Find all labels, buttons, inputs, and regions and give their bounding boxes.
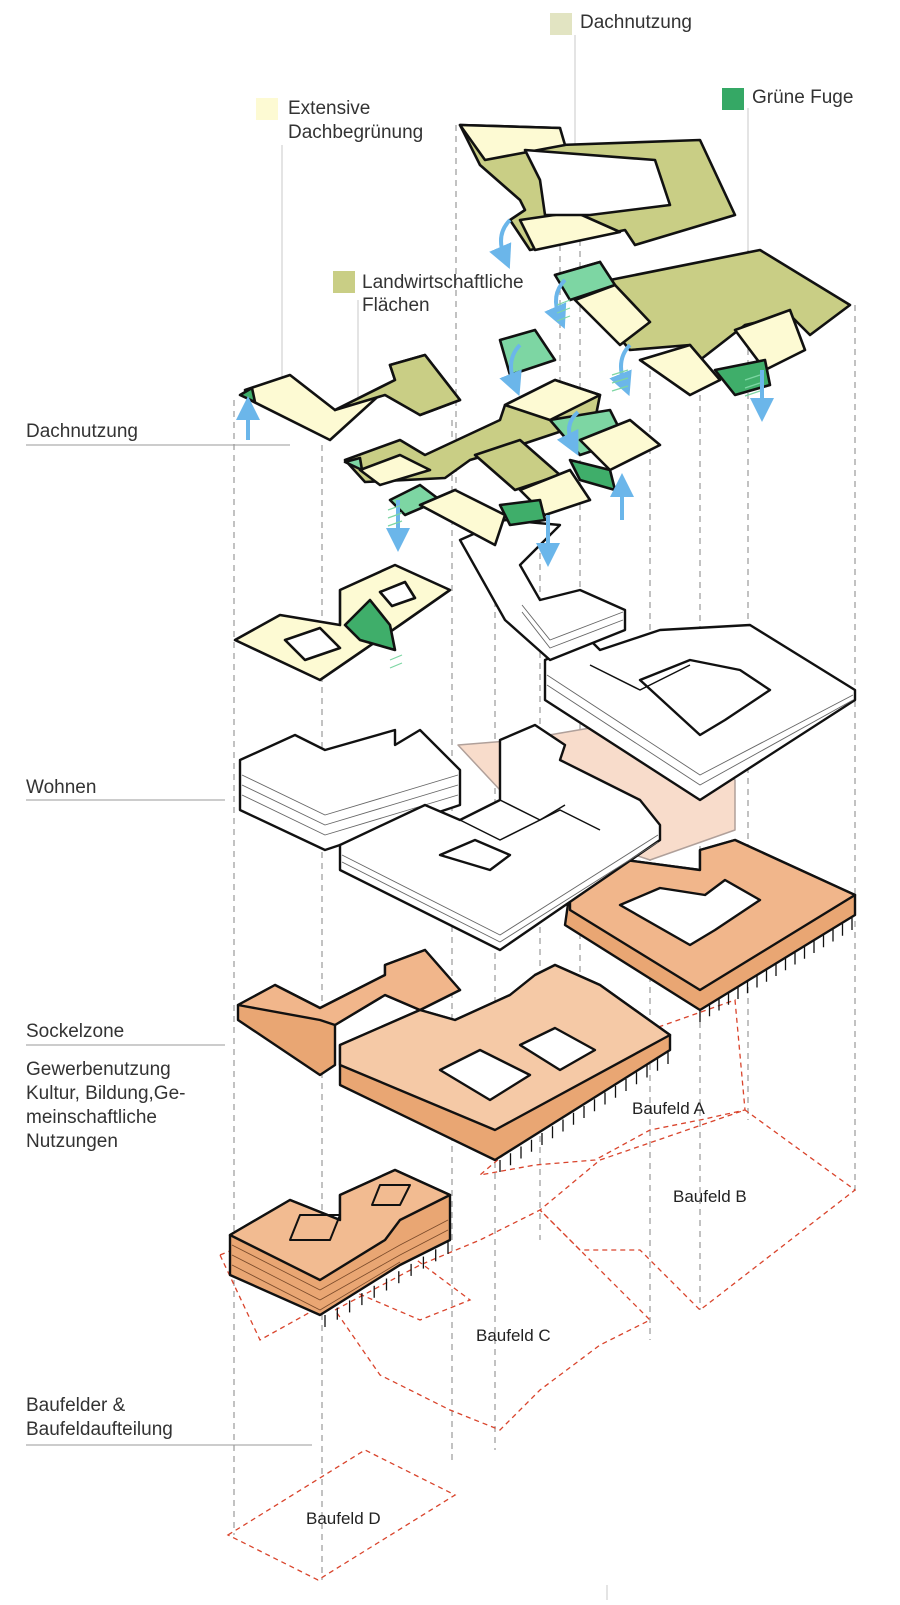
wohnen-middle — [458, 518, 627, 662]
legend-label-dachnutzung: Dachnutzung — [580, 12, 692, 33]
baufeld-d-outline — [226, 1449, 457, 1581]
baufeld-a-outline — [477, 999, 746, 1177]
sockel-desc-4: Nutzungen — [26, 1131, 118, 1152]
layer-label-sockelzone: Sockelzone — [26, 1021, 125, 1042]
legend-swatch-dachnutzung — [550, 13, 572, 35]
baufelder-outlines — [219, 999, 857, 1581]
layer-label-wohnen: Wohnen — [26, 777, 97, 798]
legend-label-landwirtschaft-1: Landwirtschaftliche — [362, 272, 524, 293]
hatching — [387, 299, 761, 669]
sockel-desc-1: Gewerbenutzung — [26, 1059, 171, 1080]
sockel-desc-2: Kultur, Bildung,Ge- — [26, 1083, 186, 1104]
field-label-d: Baufeld D — [306, 1509, 381, 1528]
legend-label-gruene-fuge: Grüne Fuge — [752, 87, 854, 108]
legend-label-landwirtschaft-2: Flächen — [362, 295, 430, 316]
airflow-arrows — [236, 218, 774, 567]
legend-label-extensive-1: Extensive — [288, 98, 371, 119]
field-label-c: Baufeld C — [476, 1326, 551, 1345]
layer-label-baufelder-2: Baufeldaufteilung — [26, 1419, 173, 1440]
layer-label-dachnutzung: Dachnutzung — [26, 421, 138, 442]
legend-swatch-landwirtschaft — [333, 271, 355, 293]
sockel-columns — [324, 918, 853, 1327]
sockel-desc-3: meinschaftliche — [26, 1107, 157, 1128]
legend-swatch-gruene-fuge — [722, 88, 744, 110]
baufeld-c-inner — [219, 1214, 472, 1341]
wohnen-center — [338, 723, 662, 952]
dachnutzung-roofs — [233, 123, 852, 682]
wohnen-blocks — [238, 518, 857, 952]
roof-lower — [233, 563, 452, 682]
field-label-b: Baufeld B — [673, 1187, 747, 1206]
baufeld-b-outline — [539, 1109, 857, 1311]
label-rules — [26, 444, 312, 1446]
layer-label-baufelder-1: Baufelder & — [26, 1395, 126, 1416]
field-label-a: Baufeld A — [632, 1099, 705, 1118]
legend-label-extensive-2: Dachbegrünung — [288, 122, 424, 143]
legend-swatch-extensive — [256, 98, 278, 120]
